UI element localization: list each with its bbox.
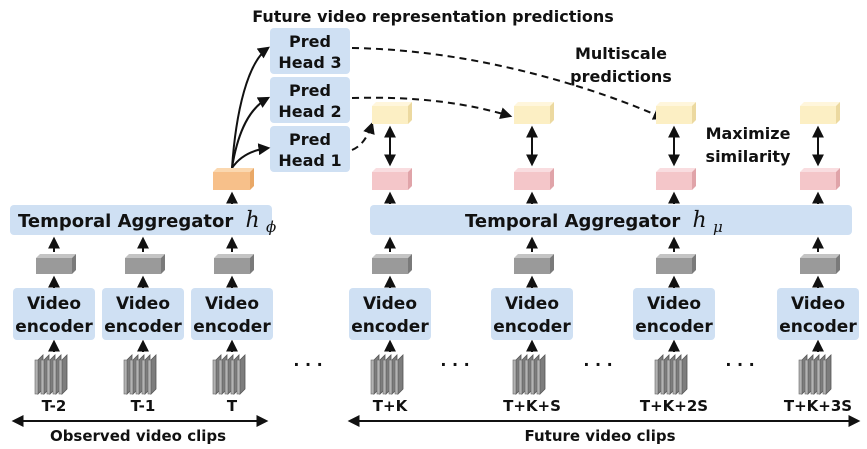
encoded-feature (125, 254, 165, 274)
encoded-feature (214, 254, 254, 274)
prediction-arrows (351, 47, 666, 151)
multiscale-label-line1: Multiscale (575, 44, 667, 63)
predicted-feature-3 (656, 102, 696, 124)
encoder-label-line2: encoder (779, 317, 857, 337)
video-clip-stack (123, 354, 157, 395)
encoder-label-line1: Video (505, 294, 559, 314)
video-encoder: Video encoder (13, 288, 95, 340)
encoder-label-line1: Video (27, 294, 81, 314)
observed-aggregator-symbol: h (246, 208, 260, 233)
predicted-feature-4 (800, 102, 840, 124)
encoder-label-line1: Video (205, 294, 259, 314)
encoder-label-line1: Video (363, 294, 417, 314)
target-feature-4 (800, 168, 840, 190)
pred-head-2-line1: Pred (289, 81, 331, 100)
head-arrows (231, 46, 271, 169)
pred-head-3-line1: Pred (289, 32, 331, 51)
video-encoder: Video encoder (102, 288, 184, 340)
encoder-label-line2: encoder (193, 317, 271, 337)
video-clip-stack (512, 354, 546, 395)
clip-time-label: T-1 (131, 397, 156, 415)
video-encoder: Video encoder (491, 288, 573, 340)
clip-time-label: T+K (373, 397, 409, 415)
aggregator-output-arrows (226, 191, 824, 204)
predicted-feature-2 (514, 102, 554, 124)
ellipsis-1: · · · (293, 355, 322, 374)
encoded-feature (36, 254, 76, 274)
encoder-label-line2: encoder (635, 317, 713, 337)
observed-aggregator-label: Temporal Aggregator (18, 211, 233, 232)
similarity-label-line2: similarity (706, 147, 791, 166)
observed-aggregate-feature (213, 168, 254, 190)
video-clip-stack (370, 354, 404, 395)
future-aggregator-subscript: μ (713, 218, 723, 236)
encoder-label-line2: encoder (15, 317, 93, 337)
ellipsis-3: · · · (583, 355, 612, 374)
target-feature-3 (656, 168, 696, 190)
similarity-label-line1: Maximize (706, 124, 791, 143)
encoder-label-line2: encoder (493, 317, 571, 337)
pred-head-1-line1: Pred (289, 130, 331, 149)
multiscale-label-line2: predictions (570, 67, 672, 86)
video-clip-stack (654, 354, 688, 395)
video-clip-stack (212, 354, 246, 395)
predicted-feature-1 (372, 102, 412, 124)
clip-time-label: T+K+2S (640, 397, 708, 415)
pred-head-3: Pred Head 3 (270, 28, 350, 74)
pred-head-1: Pred Head 1 (270, 126, 350, 172)
future-aggregator-label: Temporal Aggregator (465, 211, 680, 232)
encoder-label-line1: Video (647, 294, 701, 314)
observed-caption: Observed video clips (50, 427, 226, 445)
target-feature-2 (514, 168, 554, 190)
encoded-feature (656, 254, 696, 274)
encoded-feature (800, 254, 840, 274)
diagram-title: Future video representation predictions (252, 7, 614, 26)
future-aggregator-symbol: h (693, 208, 707, 233)
encoded-feature (514, 254, 554, 274)
encoded-feature (372, 254, 412, 274)
pred-head-2-line2: Head 2 (278, 102, 341, 121)
future-temporal-aggregator: Temporal Aggregator h μ (370, 205, 852, 236)
pred-head-1-line2: Head 1 (278, 151, 341, 170)
svg-text:Temporal Aggregator h: Temporal Aggregator h ϕ (18, 208, 276, 236)
target-feature-1 (372, 168, 412, 190)
encoder-label-line1: Video (791, 294, 845, 314)
clip-time-label: T (227, 397, 238, 415)
clip-time-label: T+K+S (503, 397, 561, 415)
video-encoder: Video encoder (191, 288, 273, 340)
similarity-arrows (384, 125, 824, 167)
video-encoder: Video encoder (777, 288, 859, 340)
video-clip-stack (34, 354, 68, 395)
pred-head-2: Pred Head 2 (270, 77, 350, 123)
video-encoder: Video encoder (633, 288, 715, 340)
future-caption: Future video clips (524, 427, 675, 445)
ellipsis-2: · · · (440, 355, 469, 374)
observed-temporal-aggregator: Temporal Aggregator h ϕ (10, 205, 276, 236)
clip-time-label: T+K+3S (784, 397, 852, 415)
video-clip-stack (798, 354, 832, 395)
video-encoder: Video encoder (349, 288, 431, 340)
encoder-label-line2: encoder (351, 317, 429, 337)
observed-aggregator-subscript: ϕ (266, 218, 276, 236)
ellipsis-4: · · · (725, 355, 754, 374)
encoder-label-line2: encoder (104, 317, 182, 337)
encoder-label-line1: Video (116, 294, 170, 314)
clip-time-label: T-2 (42, 397, 67, 415)
svg-text:Temporal Aggregator h: Temporal Aggregator h μ (465, 208, 723, 236)
pred-head-3-line2: Head 3 (278, 53, 341, 72)
